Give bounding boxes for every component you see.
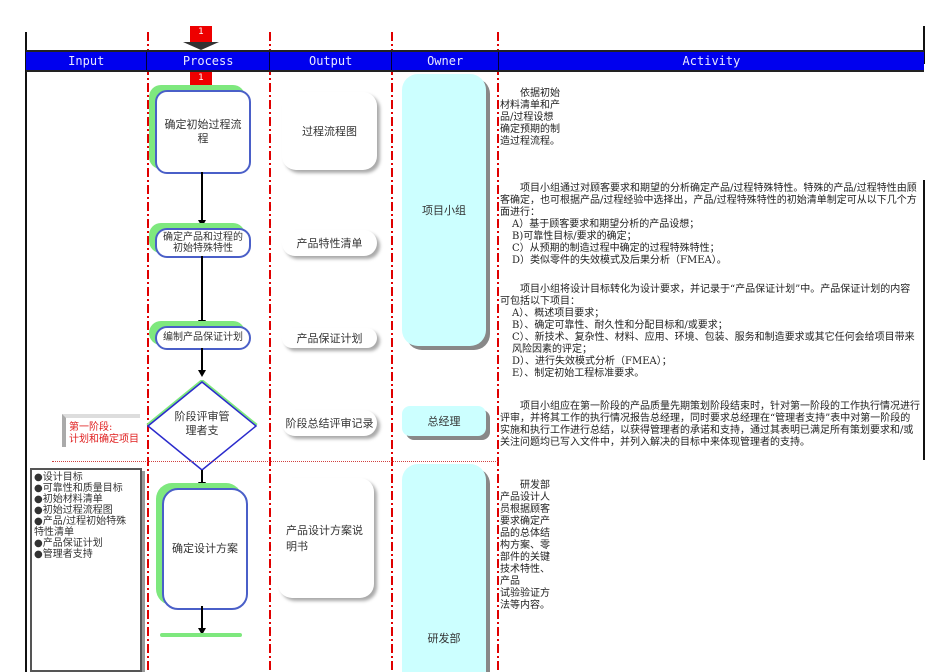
- header-input: Input: [26, 52, 148, 70]
- activity-text-2: 项目小组通过对顾客要求和期望的分析确定产品/过程特殊特性。特殊的产品/过程特性由…: [500, 183, 920, 267]
- process-label: 编制产品保证计划: [163, 332, 243, 343]
- connector-line: [201, 470, 203, 484]
- phase-separator: [52, 461, 498, 462]
- output-label: 产品特性清单: [296, 237, 363, 250]
- process-box-initial-flow[interactable]: 确定初始过程流程: [155, 90, 251, 174]
- output-box-design-spec[interactable]: 产品设计方案说明书: [278, 478, 374, 598]
- output-label: 阶段总结评审记录: [285, 417, 374, 430]
- arrow-down-icon: [198, 220, 206, 227]
- right-border: [923, 180, 925, 460]
- connector-line: [201, 606, 203, 628]
- connector-line: [201, 172, 203, 220]
- header-process: Process: [147, 52, 270, 70]
- activity-item: B)可靠性目标/要求的确定；: [512, 231, 637, 242]
- activity-item: B）、确定可靠性、耐久性和分配目标和/或要求；: [512, 320, 728, 331]
- connector-line: [201, 256, 203, 320]
- input-item: ●管理者支持: [34, 549, 93, 560]
- activity-paragraph: 项目小组将设计目标转化为设计要求，并记录于“产品保证计划”中。产品保证计划的内容…: [500, 284, 911, 307]
- lane-separator: [497, 32, 499, 672]
- output-box-assurance-plan[interactable]: 产品保证计划: [282, 328, 377, 348]
- activity-item: D）类似零件的失效模式及后果分析（FMEA）。: [512, 255, 727, 266]
- output-box-flow-chart[interactable]: 过程流程图: [282, 92, 377, 170]
- input-item: ●初始过程流程图: [34, 505, 113, 516]
- process-box-assurance-plan[interactable]: 编制产品保证计划: [155, 326, 251, 350]
- input-item: ●设计目标: [34, 472, 83, 483]
- right-border: [923, 26, 925, 64]
- owner-box-rd-department[interactable]: 研发部: [402, 464, 486, 672]
- activity-text-1: 依据初始材料清单和产品/过程设想确定预期的制造过程流程。: [500, 88, 562, 148]
- activity-item: D）、进行失效模式分析（FMEA）；: [512, 356, 672, 367]
- left-border: [25, 32, 27, 672]
- output-label: 过程流程图: [302, 125, 357, 138]
- marker-number: 1: [190, 72, 212, 88]
- input-item: ●产品/过程初始特殊特性清单: [34, 516, 127, 538]
- process-box-design-scheme[interactable]: 确定设计方案: [162, 488, 248, 610]
- decision-label: 阶段评审管理者支: [174, 410, 230, 437]
- input-item: ●产品保证计划: [34, 538, 103, 549]
- owner-box-general-manager[interactable]: 总经理: [402, 406, 486, 436]
- header-activity: Activity: [682, 54, 741, 68]
- lane-separator: [269, 32, 271, 672]
- arrow-down-icon: [198, 320, 206, 327]
- connector-line: [201, 348, 203, 370]
- owner-label: 项目小组: [422, 204, 466, 217]
- activity-item: A）基于顾客要求和期望分析的产品设想；: [512, 219, 700, 230]
- activity-paragraph: 项目小组通过对顾客要求和期望的分析确定产品/过程特殊特性。特殊的产品/过程特性由…: [500, 183, 917, 218]
- output-label: 产品保证计划: [296, 332, 363, 345]
- activity-item: A）、概述项目要求；: [512, 308, 605, 319]
- owner-label: 研发部: [427, 632, 461, 645]
- input-list: ●设计目标 ●可靠性和质量目标 ●初始材料清单 ●初始过程流程图 ●产品/过程初…: [30, 468, 142, 672]
- activity-paragraph: 项目小组应在第一阶段的产品质量先期策划阶段结束时，针对第一阶段的工作执行情况进行…: [500, 401, 920, 448]
- output-box-product-characteristics[interactable]: 产品特性清单: [282, 230, 377, 256]
- owner-label: 总经理: [427, 415, 461, 428]
- process-label: 确定初始过程流程: [164, 118, 242, 145]
- input-item: ●初始材料清单: [34, 494, 103, 505]
- output-label: 产品设计方案说明书: [286, 524, 363, 553]
- activity-item: C）、新技术、复杂性、材料、应用、环境、包装、服务和制造要求或其它任何会给项目带…: [512, 332, 915, 355]
- owner-box-project-team[interactable]: 项目小组: [402, 74, 486, 346]
- activity-text-3: 项目小组将设计目标转化为设计要求，并记录于“产品保证计划”中。产品保证计划的内容…: [500, 284, 920, 380]
- activity-paragraph: 试验验证方法等内容。: [500, 588, 550, 611]
- input-item: ●可靠性和质量目标: [34, 483, 123, 494]
- phase-label-line1: 第一阶段:: [69, 422, 113, 433]
- activity-paragraph: 研发部产品设计人员根据顾客要求确定产品的总体结构方案、零部件的关键技术特性、产品: [500, 480, 550, 587]
- activity-text-4: 项目小组应在第一阶段的产品质量先期策划阶段结束时，针对第一阶段的工作执行情况进行…: [500, 401, 920, 449]
- arrow-down-icon: [198, 482, 206, 489]
- process-box-special-characteristics[interactable]: 确定产品和过程的初始特殊特性: [155, 228, 251, 258]
- next-process-box-edge: [160, 633, 242, 637]
- lane-separator: [391, 32, 393, 672]
- phase-label: 第一阶段: 计划和确定项目: [62, 414, 140, 447]
- flow-marker-top: 1: [183, 26, 219, 50]
- marker-number: 1: [190, 26, 212, 42]
- diamond-shape: [146, 381, 258, 471]
- activity-paragraph: 依据初始材料清单和产品/过程设想确定预期的制造过程流程。: [500, 88, 560, 147]
- arrow-down-icon: [183, 42, 219, 50]
- swimlane-header: Input Process Output Owner Activity: [26, 50, 924, 72]
- activity-item: E）、制定初始工程标准要求。: [512, 368, 645, 379]
- decision-diamond-phase-review[interactable]: [146, 380, 258, 472]
- lane-separator: [147, 32, 149, 672]
- header-owner: Owner: [392, 52, 499, 70]
- phase-label-line2: 计划和确定项目: [69, 434, 139, 445]
- process-label: 确定产品和过程的初始特殊特性: [163, 232, 243, 254]
- header-output: Output: [270, 52, 393, 70]
- process-label: 确定设计方案: [172, 542, 238, 555]
- activity-item: C）从预期的制造过程中确定的过程特殊特性；: [512, 243, 720, 254]
- arrow-down-icon: [198, 370, 206, 377]
- output-box-review-record[interactable]: 阶段总结评审记录: [282, 410, 377, 436]
- activity-text-5: 研发部产品设计人员根据顾客要求确定产品的总体结构方案、零部件的关键技术特性、产品…: [500, 480, 550, 612]
- arrow-down-icon: [198, 628, 206, 635]
